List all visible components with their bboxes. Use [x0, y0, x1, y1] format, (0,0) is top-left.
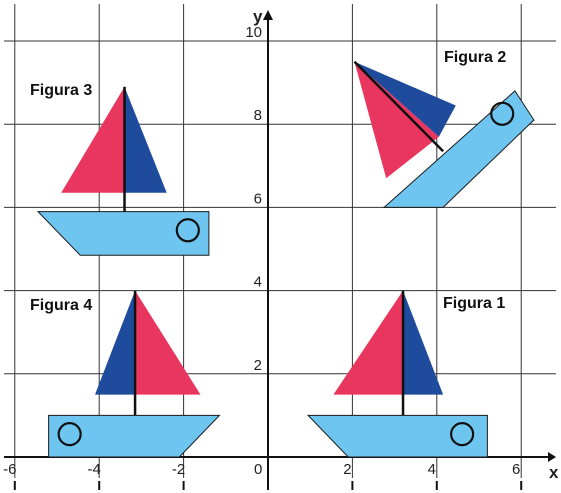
figura-2-sail-blue [354, 61, 456, 137]
figura-4-sailboat [48, 290, 221, 458]
figura-4-sail-blue [95, 290, 136, 395]
figura-4-label: Figura 4 [30, 297, 92, 314]
figura-1-hull [306, 414, 488, 458]
figura-2-sail-red [354, 61, 439, 179]
y-tick-label: 6 [254, 190, 262, 207]
x-tick-label: -4 [88, 461, 101, 478]
figura-3-porthole [175, 218, 200, 243]
figura-1-sail-blue [403, 290, 444, 395]
figura-3-hull [36, 211, 210, 256]
y-tick-label: 4 [254, 274, 262, 291]
figura-4-sail-red [135, 290, 201, 395]
tick-labels: -6 -4 -2 0 2 4 6 2 4 6 8 10 [3, 24, 523, 490]
y-tick-label: 10 [245, 24, 262, 41]
x-tick-label: 4 [428, 461, 436, 478]
x-tick-label: -6 [3, 461, 16, 478]
figura-2-mast [353, 60, 445, 153]
figura-3-label: Figura 3 [30, 82, 92, 99]
figura-3-sail-red [61, 86, 125, 193]
y-axis-label: y [253, 7, 263, 26]
figura-2-hull [382, 90, 535, 208]
figura-1-sailboat [306, 290, 488, 458]
x-tick-label: 0 [254, 461, 262, 478]
figure-labels: Figura 1 Figura 2 Figura 3 Figura 4 [30, 49, 506, 314]
figura-2-sailboat [353, 60, 535, 208]
x-tick-label: -2 [172, 461, 185, 478]
y-tick-label: 8 [254, 107, 262, 124]
y-tick-label: 2 [254, 357, 262, 374]
figura-3-sail-blue [124, 86, 167, 193]
x-tick-label: 6 [512, 461, 520, 478]
x-axis-label: x [549, 463, 559, 482]
figura-4-porthole [57, 422, 82, 447]
figura-2-label: Figura 2 [444, 49, 506, 66]
sailboat-figures [36, 60, 535, 458]
x-axis-arrow [548, 452, 556, 462]
figura-2-porthole [490, 101, 515, 126]
figura-3-sailboat [36, 86, 210, 256]
figura-4-hull [48, 414, 221, 458]
y-axis-arrow [263, 10, 273, 20]
figura-1-sail-red [333, 290, 403, 395]
figura-1-label: Figura 1 [443, 295, 505, 312]
figura-1-porthole [450, 422, 475, 447]
x-tick-label: 2 [343, 461, 351, 478]
grid [4, 4, 556, 478]
